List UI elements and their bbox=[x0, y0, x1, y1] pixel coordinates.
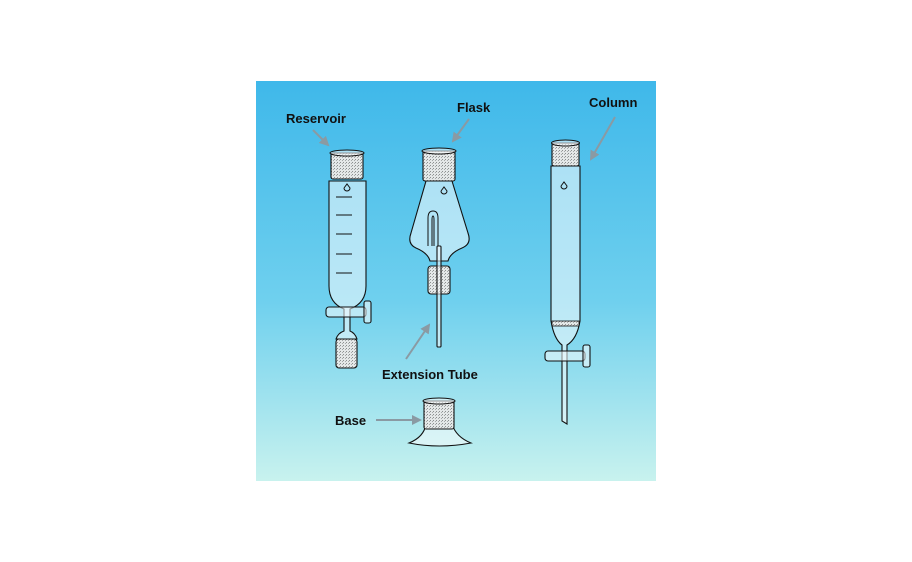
label-column: Column bbox=[589, 95, 637, 110]
base-drawing bbox=[407, 397, 473, 447]
label-extension-tube: Extension Tube bbox=[382, 367, 478, 382]
flask-drawing bbox=[409, 147, 470, 348]
flask-arrow bbox=[451, 118, 470, 143]
extension-tube-arrow bbox=[405, 323, 431, 360]
background bbox=[256, 81, 656, 481]
glassware-diagram: Reservoir Flask Column Extension Tube Ba… bbox=[256, 81, 656, 481]
column-arrow bbox=[590, 116, 616, 161]
label-reservoir: Reservoir bbox=[286, 111, 346, 126]
column-drawing bbox=[544, 139, 591, 425]
reservoir-drawing bbox=[325, 149, 372, 369]
label-base: Base bbox=[335, 413, 366, 428]
reservoir-arrow bbox=[312, 129, 330, 147]
label-flask: Flask bbox=[457, 100, 491, 115]
